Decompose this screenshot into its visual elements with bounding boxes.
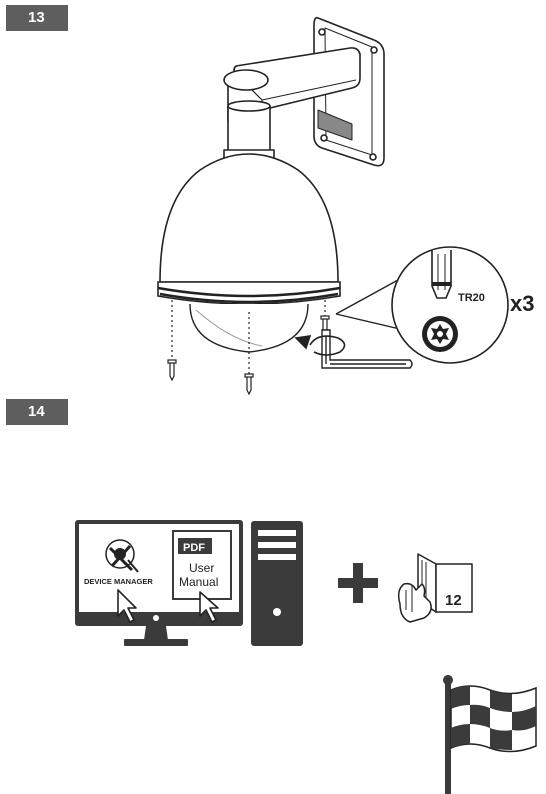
pc-tower bbox=[251, 521, 303, 646]
wall-bracket bbox=[223, 16, 385, 167]
manual-line2: Manual bbox=[179, 575, 218, 589]
step-14-badge: 14 bbox=[6, 399, 68, 425]
torx-head-icon bbox=[422, 316, 458, 352]
tool-quantity: x3 bbox=[510, 291, 534, 316]
finish-flag-icon bbox=[443, 675, 537, 794]
pdf-label: PDF bbox=[183, 542, 205, 554]
step-13-badge: 13 bbox=[6, 5, 68, 31]
tool-name: TR20 bbox=[458, 292, 485, 304]
plus-icon bbox=[338, 563, 378, 603]
manual-page-number: 12 bbox=[445, 592, 462, 609]
manual-line1: User bbox=[189, 561, 214, 575]
screws bbox=[167, 315, 330, 396]
rotate-arrow-icon bbox=[294, 335, 346, 356]
cursor-icon bbox=[199, 591, 219, 623]
device-manager-icon bbox=[105, 539, 139, 573]
screwdriver-icon bbox=[321, 329, 413, 369]
user-manual-document bbox=[172, 530, 232, 600]
torx-bit-icon bbox=[431, 250, 452, 299]
booklet-icon bbox=[397, 553, 473, 623]
device-manager-label: DEVICE MANAGER bbox=[84, 577, 153, 586]
tool-callout: TR20 bbox=[335, 246, 509, 364]
cursor-icon bbox=[117, 589, 137, 623]
dome-camera bbox=[157, 153, 341, 376]
